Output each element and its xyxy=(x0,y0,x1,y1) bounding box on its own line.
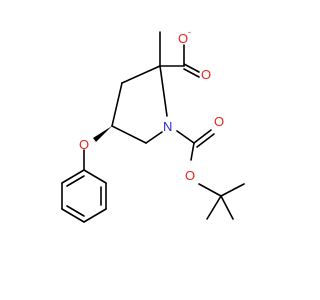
atom-o-ether: O xyxy=(79,137,89,152)
bond-boc-co-b xyxy=(196,133,215,148)
bond-c4-c5 xyxy=(111,125,147,144)
phenyl-bond-1 xyxy=(83,169,107,184)
atom-o-carboxylate-right: O xyxy=(201,67,211,82)
bond-carboxyl-co-b xyxy=(183,68,200,78)
bond-oester-tbu xyxy=(198,183,222,197)
phenyl-double-3 xyxy=(66,175,85,187)
phenyl-double-2 xyxy=(66,205,85,217)
bond-boc-c-oester xyxy=(190,142,195,161)
bond-tbu-me1 xyxy=(220,183,245,197)
phenyl-bond-4 xyxy=(61,208,85,223)
wedge-c4-oether xyxy=(93,126,112,142)
bond-c3-c4 xyxy=(111,82,123,127)
structure-canvas: O - O N O O O xyxy=(61,27,245,223)
atom-o-carboxylate-top: O xyxy=(178,31,188,46)
bond-n-boc-c xyxy=(176,130,195,144)
atom-o-boc-ester: O xyxy=(185,168,195,183)
bond-carboxyl-co-a xyxy=(183,63,200,73)
bond-tbu-me2 xyxy=(220,195,234,220)
phenyl-bond-6 xyxy=(61,169,85,184)
atom-o-boc-carbonyl: O xyxy=(214,114,224,129)
bond-c2-c3 xyxy=(121,65,161,84)
bond-tbu-me3 xyxy=(206,195,222,220)
bond-c5-n xyxy=(145,131,163,144)
atom-charge-minus: - xyxy=(188,27,191,37)
bond-boc-co-a xyxy=(193,129,212,144)
phenyl-bond-3 xyxy=(83,208,107,223)
atom-n-ring: N xyxy=(163,119,172,134)
bond-n-c2 xyxy=(159,65,168,117)
molecule-diagram: O - O N O O O xyxy=(61,27,245,223)
